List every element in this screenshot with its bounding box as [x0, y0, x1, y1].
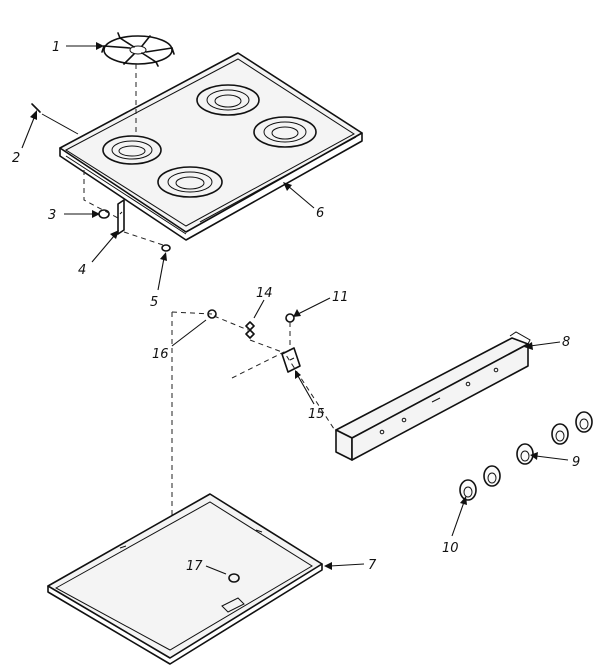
callout-17: 17: [186, 559, 203, 574]
callout-5: 5: [150, 295, 158, 310]
clip-3: [98, 209, 110, 219]
knob-upper-right: [575, 411, 593, 433]
callout-3: 3: [48, 208, 56, 223]
cooktop-main-top: [59, 52, 363, 241]
burner-grate: [101, 32, 175, 67]
knob-9: [516, 443, 534, 465]
callout-6: 6: [316, 206, 324, 221]
screw-alignment-line: [171, 311, 213, 315]
bracket-alignment-line: [83, 170, 119, 219]
control-panel-8: [335, 331, 531, 461]
callout-1: 1: [52, 40, 60, 55]
screw-11: [285, 313, 295, 350]
callout-16: 16: [152, 347, 169, 362]
burner-right-rear: [196, 84, 260, 116]
callout-8: 8: [562, 335, 570, 350]
spring-14: [245, 321, 283, 353]
callout-11: 11: [332, 290, 349, 305]
callout-14: 14: [256, 286, 273, 301]
screw-16: [207, 309, 249, 331]
callout-2: 2: [12, 151, 20, 166]
screw-2: [31, 103, 79, 135]
bracket-4: [117, 199, 125, 235]
callout-4: 4: [78, 263, 86, 278]
screw-5: [123, 231, 171, 252]
burner-left-rear: [102, 135, 162, 165]
callout-9: 9: [572, 455, 580, 470]
callout-10: 10: [442, 541, 459, 556]
bracket-alignment-lines: [231, 351, 337, 433]
knob-upper-mid: [551, 423, 569, 445]
callout-7: 7: [368, 558, 377, 573]
leader-lines: [21, 42, 569, 575]
bracket-15: [281, 347, 301, 373]
callout-15: 15: [308, 407, 325, 422]
burner-left-front: [157, 166, 223, 198]
bottom-pan-7: [47, 493, 323, 665]
burner-right-front: [253, 116, 317, 148]
knob-lower-mid: [483, 465, 501, 487]
knob-10: [459, 479, 477, 501]
